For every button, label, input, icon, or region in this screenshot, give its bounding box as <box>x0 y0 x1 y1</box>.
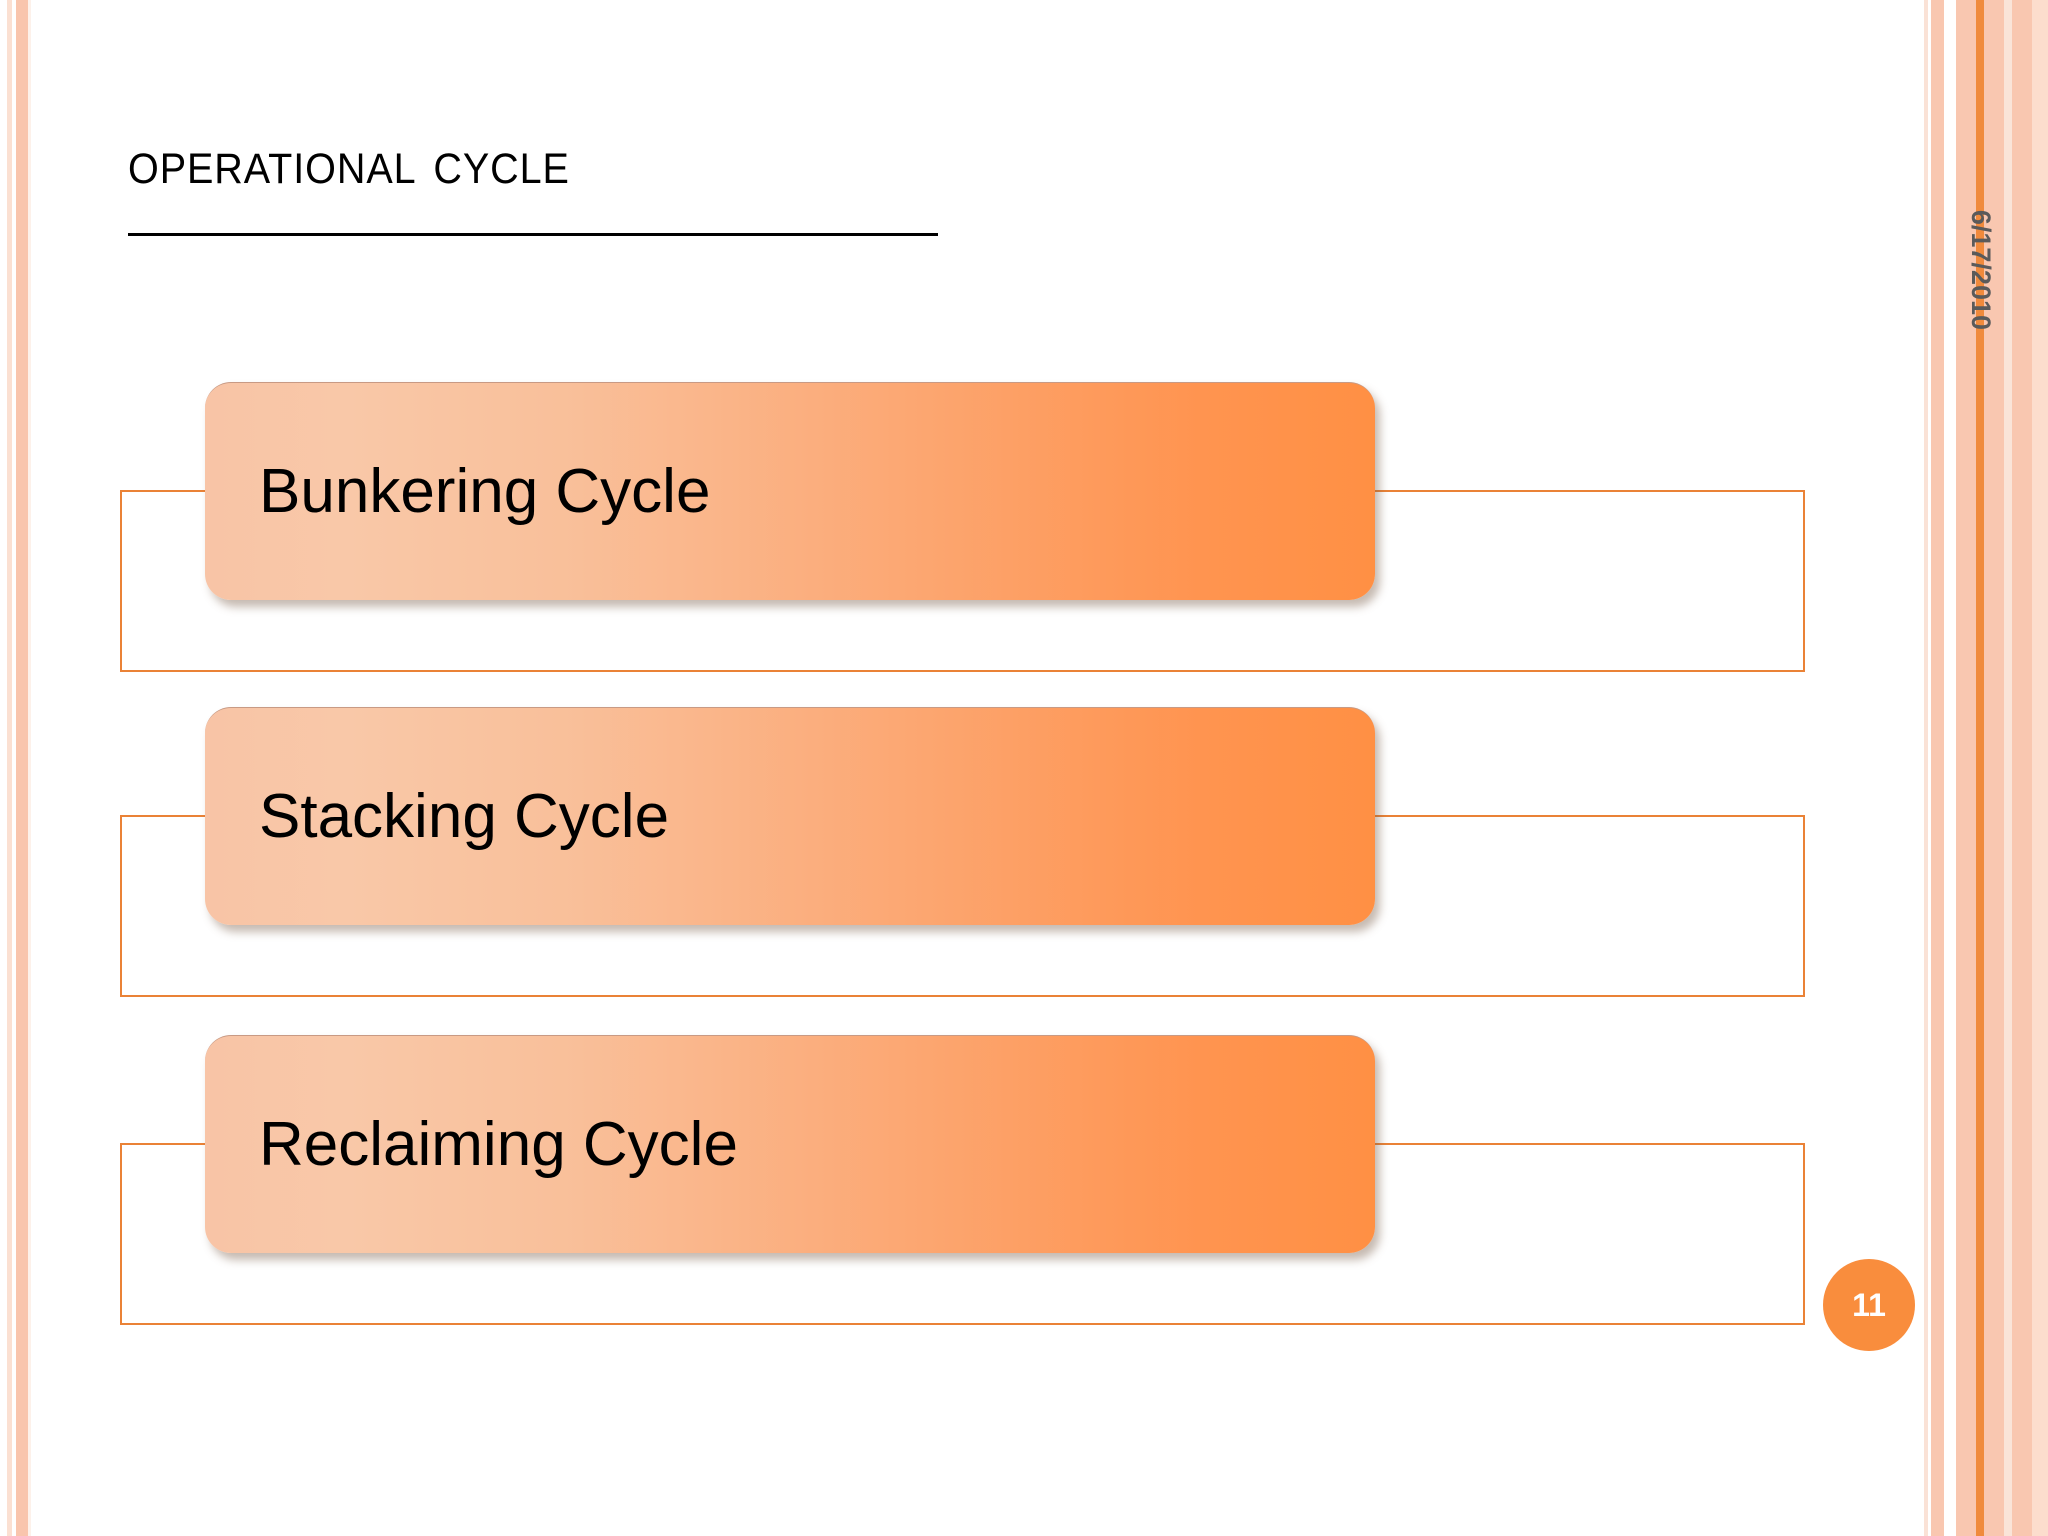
cycle-box-label: Stacking Cycle <box>259 781 670 851</box>
cycle-group-stacking: Stacking Cycle <box>0 700 2048 1030</box>
cycle-box-reclaiming[interactable]: Reclaiming Cycle <box>205 1035 1375 1253</box>
cycle-box-label: Bunkering Cycle <box>259 456 711 526</box>
cycle-group-bunkering: Bunkering Cycle <box>0 375 2048 705</box>
slide-title: Operational Cycle <box>128 128 570 197</box>
cycle-box-bunkering[interactable]: Bunkering Cycle <box>205 382 1375 600</box>
cycle-group-reclaiming: Reclaiming Cycle <box>0 1028 2048 1358</box>
cycle-box-label: Reclaiming Cycle <box>259 1109 738 1179</box>
page-number-badge: 11 <box>1823 1259 1915 1351</box>
cycle-box-stacking[interactable]: Stacking Cycle <box>205 707 1375 925</box>
slide-title-underline <box>128 233 938 236</box>
